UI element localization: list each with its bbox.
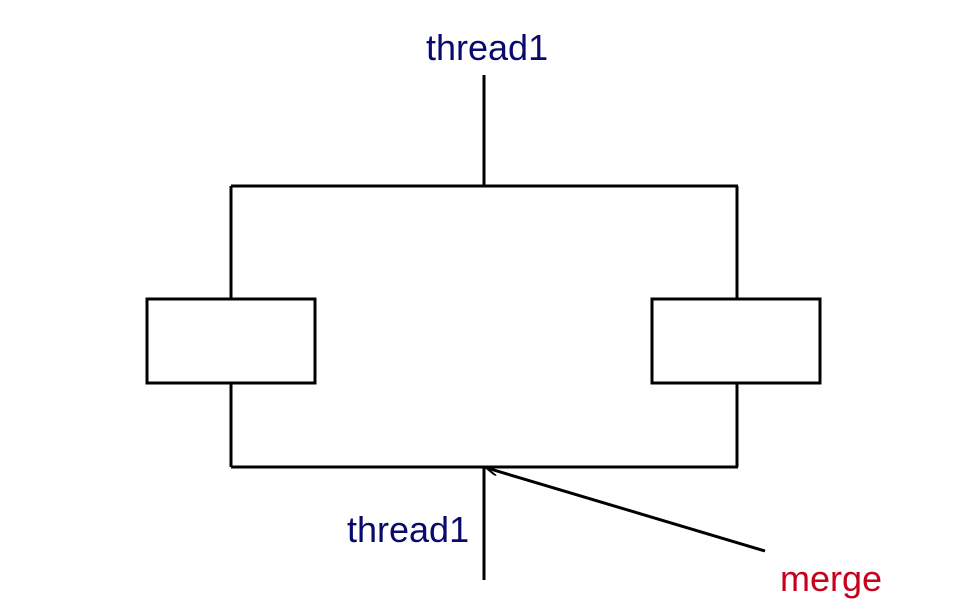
thread-top-label: thread1 bbox=[426, 27, 549, 68]
thread-bottom-label: thread1 bbox=[347, 509, 470, 550]
right-task-box bbox=[650, 297, 822, 385]
left-task-box bbox=[145, 297, 317, 385]
merge-label: merge bbox=[780, 558, 883, 599]
merge-pointer-arrow bbox=[487, 468, 766, 553]
